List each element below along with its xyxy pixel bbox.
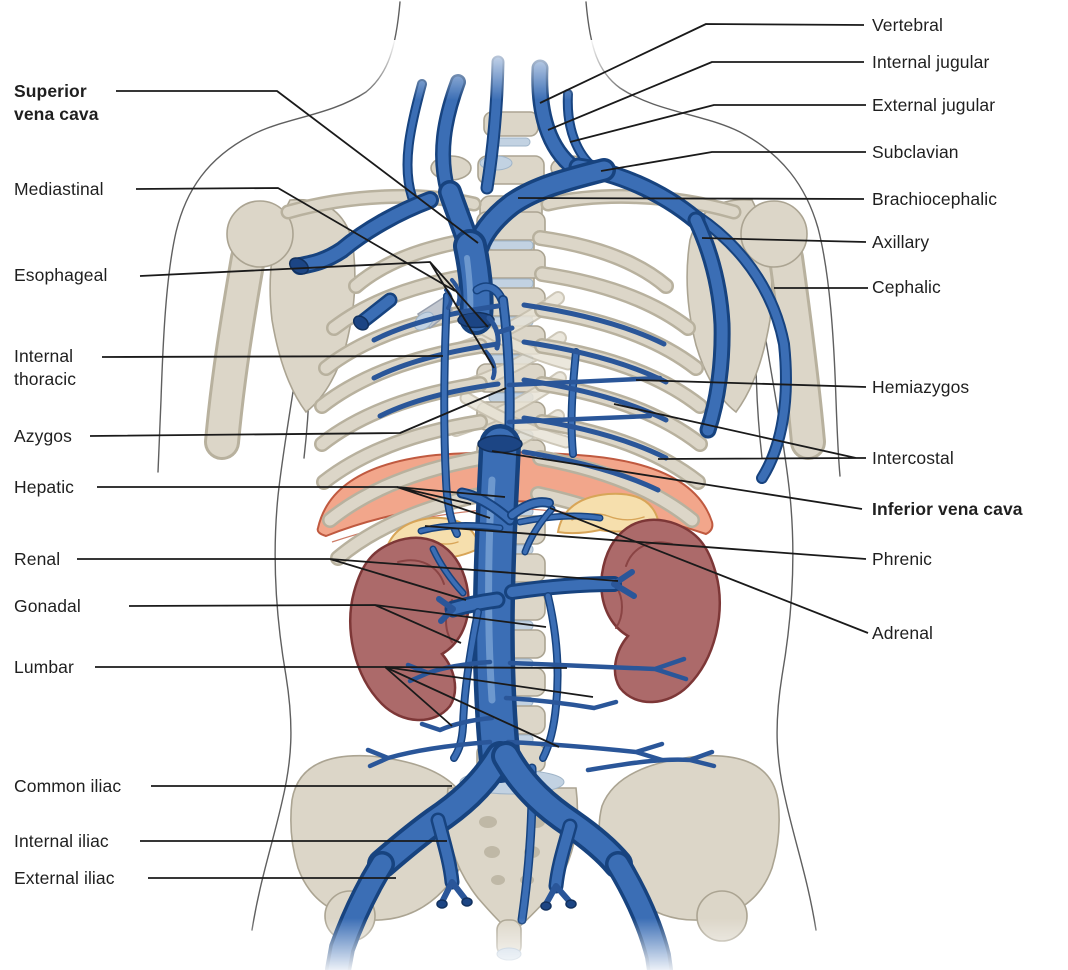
leader-internal-thoracic <box>101 355 444 358</box>
leader-esophageal <box>139 261 495 369</box>
label-subclavian: Subclavian <box>872 142 959 162</box>
label-hepatic: Hepatic <box>14 477 75 497</box>
leader-superior-vena-cava <box>116 90 479 244</box>
leader-intercostal <box>613 403 866 460</box>
label-phrenic: Phrenic <box>872 549 933 569</box>
label-lumbar: Lumbar <box>14 657 74 677</box>
leader-azygos <box>89 387 507 437</box>
label-inferior-vena-cava: Inferior vena cava <box>872 499 1023 519</box>
leader-lumbar <box>95 666 594 748</box>
label-azygos: Azygos <box>14 426 72 446</box>
label-internal-iliac: Internal iliac <box>14 831 109 851</box>
leader-subclavian <box>600 151 866 172</box>
iliac-veins <box>338 756 660 970</box>
leader-mediastinal <box>135 187 456 292</box>
label-external-iliac: External iliac <box>14 868 115 888</box>
label-axillary: Axillary <box>872 232 930 252</box>
leader-gonadal <box>128 604 547 644</box>
label-renal: Renal <box>14 549 61 569</box>
lumbar-veins <box>365 656 717 773</box>
label-esophageal: Esophageal <box>14 265 108 285</box>
esophageal-veins <box>483 315 515 381</box>
label-brachiocephalic: Brachiocephalic <box>872 189 998 209</box>
label-vertebral: Vertebral <box>872 15 943 35</box>
humerus-right <box>740 200 808 442</box>
top-fade <box>360 40 630 100</box>
leader-external-jugular <box>569 104 866 143</box>
bottom-fade <box>0 918 1068 970</box>
leader-phrenic <box>424 525 867 560</box>
label-mediastinal: Mediastinal <box>14 179 104 199</box>
leader-renal <box>77 558 619 601</box>
label-superior-vena-cava: Superior vena cava <box>14 81 99 124</box>
leader-hepatic <box>97 486 506 519</box>
leader-internal-jugular <box>547 61 864 131</box>
label-cephalic: Cephalic <box>872 277 941 297</box>
label-hemiazygos: Hemiazygos <box>872 377 970 397</box>
label-internal-jugular: Internal jugular <box>872 52 990 72</box>
subclavian-axillary-cephalic-veins <box>288 167 786 478</box>
humerus-left <box>222 200 294 442</box>
label-external-jugular: External jugular <box>872 95 996 115</box>
renal-veins <box>436 569 637 624</box>
leader-lines <box>77 23 869 879</box>
label-internal-thoracic: Internal thoracic <box>14 346 77 389</box>
leader-inferior-vena-cava <box>491 450 863 510</box>
leader-brachiocephalic <box>517 197 865 200</box>
leader-axillary <box>701 237 867 243</box>
leader-hemiazygos <box>635 379 867 388</box>
label-adrenal: Adrenal <box>872 623 934 643</box>
veins <box>288 62 786 970</box>
leader-adrenal <box>549 507 869 634</box>
leader-vertebral <box>539 23 865 104</box>
intercostal-veins <box>371 302 669 493</box>
label-intercostal: Intercostal <box>872 448 954 468</box>
label-gonadal: Gonadal <box>14 596 81 616</box>
label-common-iliac: Common iliac <box>14 776 122 796</box>
